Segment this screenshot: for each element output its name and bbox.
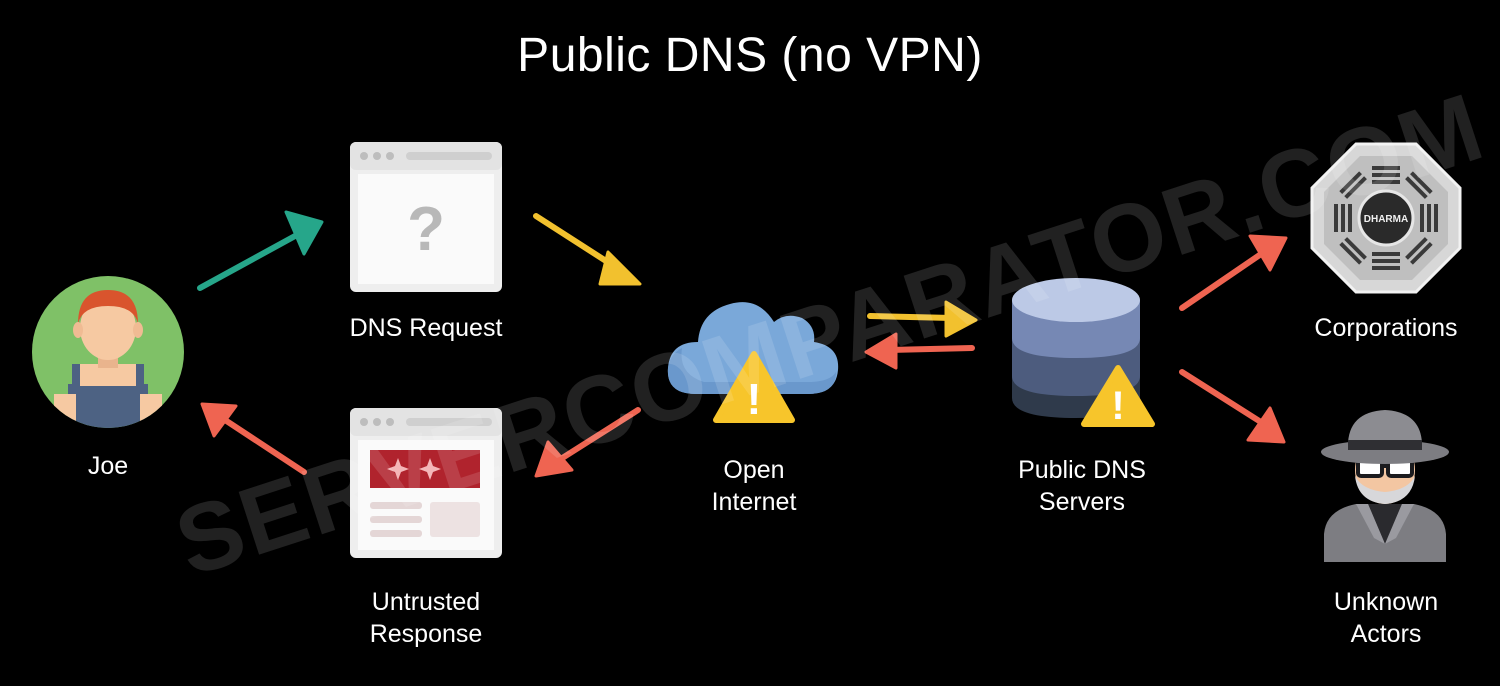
- warning-triangle-internet: !: [713, 351, 795, 424]
- arrow-dns-to-internet: [864, 332, 975, 370]
- browser-question-icon: ?: [350, 142, 502, 292]
- page-title: Public DNS (no VPN): [517, 29, 983, 82]
- database-warning-icon: !: [1012, 278, 1155, 428]
- arrow-dns-to-corporations: [1179, 234, 1288, 311]
- warning-mark: !: [747, 375, 762, 424]
- arrow-dns-to-actors: [1179, 369, 1286, 444]
- arrow-internet-to-response: [534, 407, 641, 478]
- label-dns-request: DNS Request: [349, 314, 503, 342]
- dharma-logo-icon: DHARMA: [1310, 142, 1462, 294]
- spy-icon: [1321, 410, 1449, 562]
- arrow-request-to-internet: [533, 213, 642, 286]
- warning-mark: !: [1111, 384, 1124, 428]
- label-unknown-actors: Unknown Actors: [1333, 588, 1439, 648]
- label-public-dns-servers: Public DNS Servers: [1018, 456, 1146, 516]
- arrow-response-to-joe: [200, 402, 307, 475]
- label-joe: Joe: [87, 452, 129, 480]
- arrow-internet-to-dns: [867, 300, 978, 338]
- browser-response-icon: [350, 408, 502, 558]
- question-mark: ?: [407, 195, 445, 264]
- person-avatar-icon: [32, 276, 184, 428]
- label-open-internet: Open Internet: [711, 456, 797, 516]
- warning-triangle-dns: !: [1081, 365, 1155, 428]
- arrow-joe-to-request: [197, 210, 324, 291]
- cloud-warning-icon: !: [667, 302, 839, 424]
- label-untrusted-response: Untrusted Response: [369, 588, 483, 648]
- label-corporations: Corporations: [1314, 314, 1458, 342]
- dharma-logo-text: DHARMA: [1364, 214, 1408, 225]
